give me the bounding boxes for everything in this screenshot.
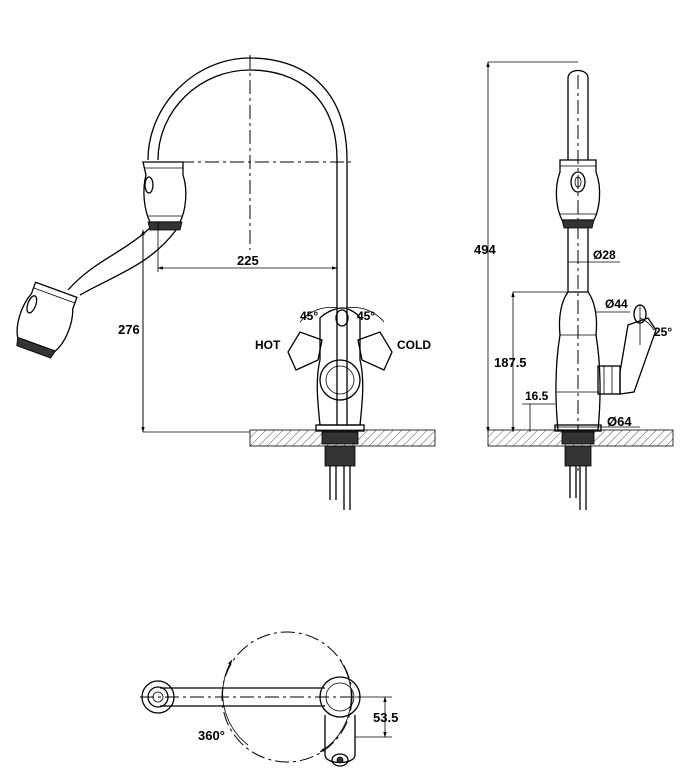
handle-cold xyxy=(357,331,393,371)
mount-shank xyxy=(324,445,356,467)
dim-rotation-label: 360° xyxy=(198,728,225,743)
spray-head-extended xyxy=(16,281,78,359)
dim-arc-25 xyxy=(639,317,655,331)
side-body xyxy=(555,291,601,431)
handle-hot xyxy=(287,331,323,371)
top-spray-head xyxy=(141,680,175,714)
dim-base-dia-label: Ø64 xyxy=(607,414,632,429)
handle-top-knob xyxy=(335,309,349,327)
dim-handle-dia-label: Ø44 xyxy=(605,297,628,311)
dim-height-label: 276 xyxy=(118,322,140,337)
hot-label: HOT xyxy=(255,338,281,352)
side-spray-head xyxy=(555,159,601,229)
dim-spout-reach-label: 225 xyxy=(237,253,259,268)
spout-inner xyxy=(147,57,348,425)
angle-arc-right xyxy=(345,307,385,323)
top-spout-arm xyxy=(160,687,325,707)
side-view: 494 Ø28 Ø44 25° 187.5 16.5 Ø64 xyxy=(474,61,674,510)
side-neck xyxy=(567,228,589,292)
hose-upper xyxy=(67,227,151,291)
angle-arc-left xyxy=(299,307,339,323)
supply-line-right xyxy=(343,466,351,510)
dim-offset-label: 53.5 xyxy=(373,710,398,725)
mount-nut xyxy=(321,431,359,445)
angle-right-label: 45° xyxy=(357,309,375,323)
cold-label: COLD xyxy=(397,338,431,352)
dim-base-offset-label: 16.5 xyxy=(525,389,549,403)
dim-spout-dia-label: Ø28 xyxy=(593,248,616,262)
supply-line-left xyxy=(329,466,337,500)
rotation-arrow-right xyxy=(319,659,352,753)
hose-lower xyxy=(79,229,177,296)
side-spout xyxy=(567,69,589,160)
faucet-body xyxy=(316,307,364,426)
side-mount-shank xyxy=(564,445,592,467)
valve-cartridge xyxy=(319,359,361,401)
dim-total-height-label: 494 xyxy=(474,242,496,257)
dim-body-height-label: 187.5 xyxy=(494,355,527,370)
spray-head-docked xyxy=(142,161,187,231)
spout-outer xyxy=(157,69,338,425)
top-handle xyxy=(324,715,356,764)
side-handle xyxy=(597,304,657,395)
angle-left-label: 45° xyxy=(300,309,318,323)
front-view: 225 276 45° 45° HOT COLD xyxy=(16,55,436,510)
side-supply-lines xyxy=(569,466,587,510)
top-view: 53.5 360° xyxy=(140,631,398,767)
dim-handle-angle-label: 25° xyxy=(654,325,672,339)
